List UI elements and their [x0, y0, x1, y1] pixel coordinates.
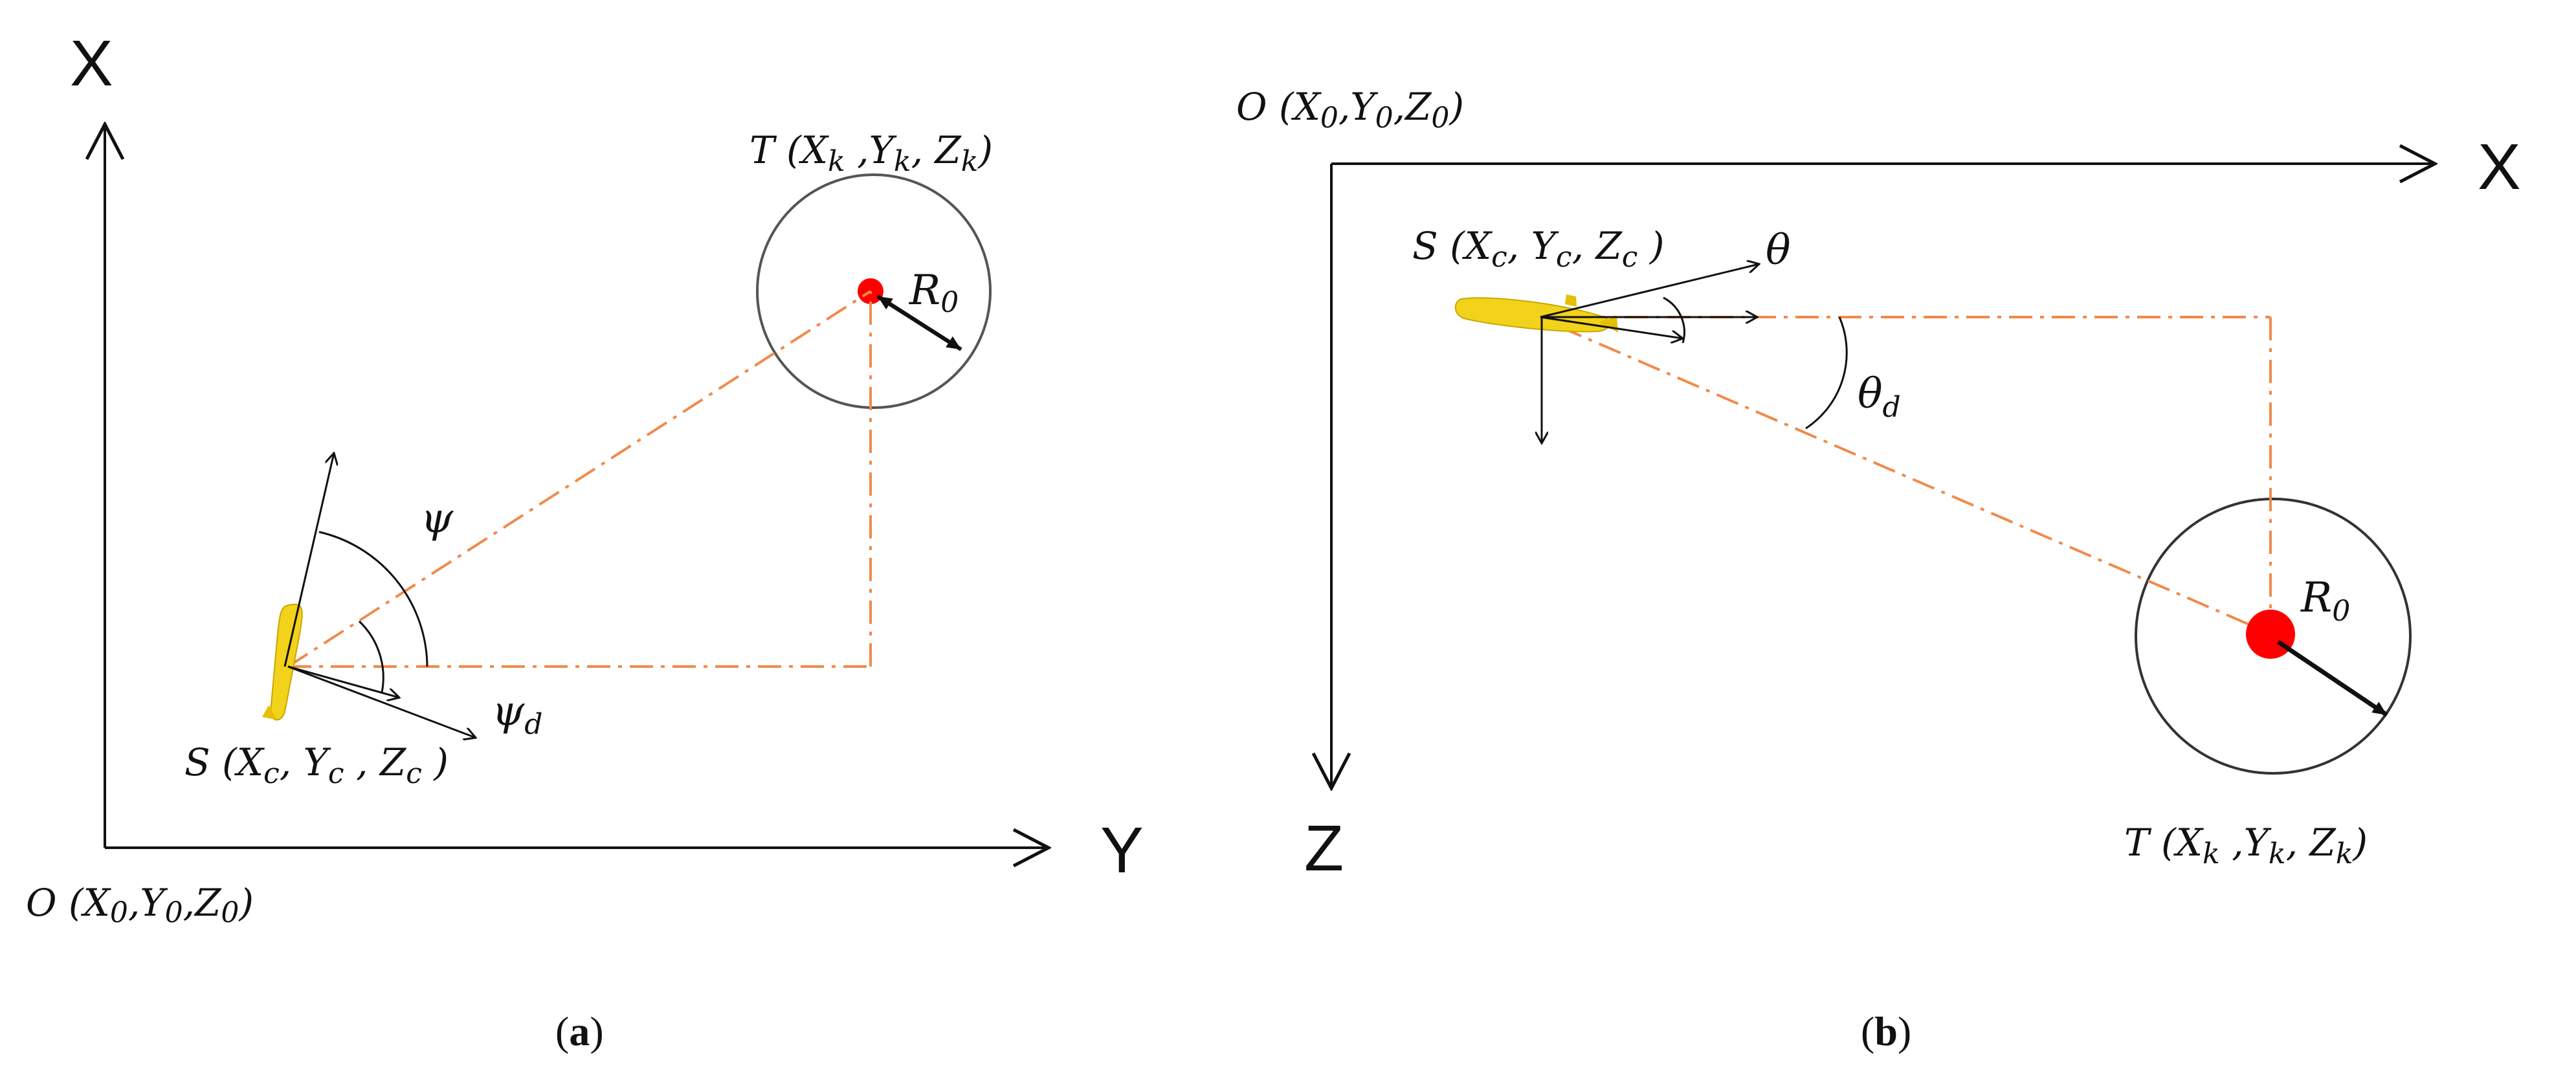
body-arrow-a	[287, 665, 399, 698]
guide-lines-a	[287, 290, 872, 668]
theta-label-b: θ	[1766, 226, 1791, 274]
theta-arc-b	[1663, 296, 1685, 344]
target-label-a: T (Xk ,Yk, Zk)	[749, 128, 993, 178]
theta-d-label-b: θd	[1858, 370, 1901, 424]
psi-d-label-a: ψd	[492, 687, 542, 741]
guide-lines-b	[1539, 316, 2272, 626]
vehicle-b	[1454, 294, 1618, 333]
panel-b: X Z O (X0,Y0,Z0) R0 T (Xk ,Yk, Zk)	[1236, 85, 2521, 1054]
caption-b: (b)	[1861, 1008, 1911, 1054]
heading-arrow-a	[283, 453, 334, 667]
caption-a: (a)	[555, 1008, 604, 1054]
axis-label-y-a: Y	[1100, 814, 1144, 887]
theta-d-arc-b	[1805, 316, 1848, 430]
axis-label-x-a: X	[70, 27, 113, 100]
psi-label-a: ψ	[421, 494, 454, 542]
vehicle-label-b: S (Xc, Yc, Zc )	[1412, 224, 1665, 274]
target-point-b	[2246, 610, 2295, 659]
radius-label-a: R0	[909, 267, 959, 319]
target-zone-circle-a	[756, 173, 992, 409]
axis-label-z-b: Z	[1304, 812, 1344, 885]
vehicle-label-a: S (Xc, Yc , Zc )	[184, 740, 449, 790]
radius-arrow-b	[2277, 640, 2388, 717]
body-x-short-arrow-b	[1540, 316, 1683, 338]
panel-a: X Y O (X0,Y0,Z0) R0 T (Xk ,Yk, Zk)	[26, 27, 1144, 1054]
target-zone-circle-b	[2135, 498, 2412, 775]
origin-label-a: O (X0,Y0,Z0)	[26, 881, 254, 929]
pitch-arrow-b	[1540, 264, 1759, 318]
radius-arrow-a-back	[876, 294, 959, 349]
target-label-b: T (Xk ,Yk, Zk)	[2124, 821, 2368, 870]
origin-label-b: O (X0,Y0,Z0)	[1236, 85, 1464, 135]
axis-label-x-b: X	[2478, 131, 2521, 203]
psi-arc-a	[318, 531, 428, 667]
vehicle-body-b	[1454, 297, 1610, 333]
desired-heading-arrow-a	[287, 665, 476, 738]
radius-label-b: R0	[2300, 574, 2350, 628]
psi-d-arc-a	[358, 620, 384, 693]
